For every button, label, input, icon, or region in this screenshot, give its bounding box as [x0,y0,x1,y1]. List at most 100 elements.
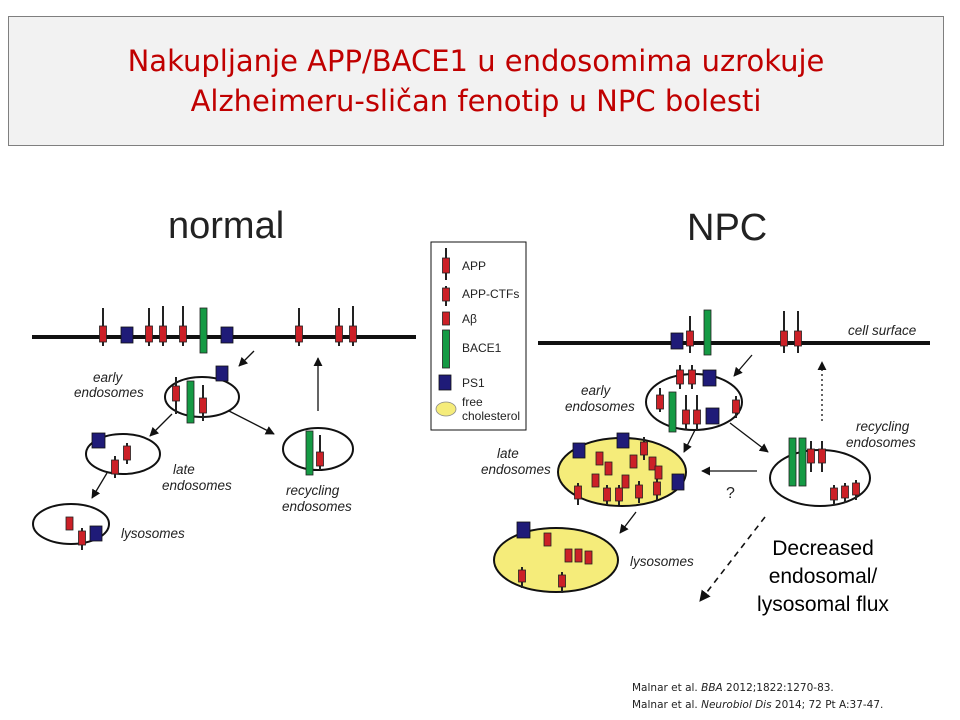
normal-late-endosome [85,433,161,475]
normal-late-label-1: late [173,462,195,477]
reference-journal: Neurobiol Dis [701,699,772,711]
app-marker [159,325,167,343]
arrow-early-to-recycling [228,410,275,435]
arrow-surface-to-early [733,354,753,377]
bace1-marker [668,391,677,433]
ps1-marker [616,432,630,449]
ps1-marker [671,473,685,491]
app-ctf-marker [640,441,648,456]
ps1-marker [705,407,720,425]
app-marker [349,325,357,343]
npc-recycling-label-2: endosomes [846,435,916,450]
abeta-marker [584,550,593,565]
bace1-marker [703,309,712,356]
ps1-marker [572,442,586,459]
legend-item-abeta: Aβ [442,311,477,326]
abeta-marker [564,548,573,563]
arrow-late-to-lysosome [91,472,108,499]
abeta-marker [591,473,600,488]
app-marker [682,409,690,425]
arrow-early-to-recycling [729,422,769,453]
app-marker [732,399,740,414]
legend-item-ps1: PS1 [438,374,485,391]
abeta-marker [654,465,663,480]
npc-heading: NPC [687,207,767,249]
normal-recycling-endosome-markers [305,430,324,476]
legend-label-cholesterol-1: free [462,395,483,409]
npc-question-mark: ? [726,485,735,502]
arrow-early-to-late [149,413,173,437]
slide-title-line-1: Nakupljanje APP/BACE1 u endosomima uzrok… [127,44,825,78]
slide-title-line-2: Alzheimeru-sličan fenotip u NPC bolesti [190,84,762,118]
app-ctf-marker [78,530,86,546]
abeta-marker [574,548,583,563]
app-marker [179,325,187,343]
app-marker [676,369,684,385]
app-ctf-marker [123,445,131,461]
npc-recycling-label-1: recycling [856,419,910,434]
legend-item-bace1: BACE1 [442,329,502,369]
reference-2: Malnar et al. Neurobiol Dis 2014; 72 Pt … [632,699,884,711]
flux-note-line-2: endosomal/ [769,565,878,588]
legend-label-app: APP [462,259,486,273]
ps1-marker [438,374,452,391]
npc-arrows [619,354,827,602]
app-marker [794,330,802,347]
abeta-marker [442,311,450,326]
arrow-surface-to-early [238,350,255,367]
app-marker [199,397,207,414]
ps1-marker [516,521,531,539]
app-ctf-marker [653,481,661,496]
normal-early-label-2: endosomes [74,385,144,400]
npc-lysosome-markers [516,521,593,593]
ps1-marker [220,326,234,344]
app-marker [693,409,701,425]
normal-late-endosome-markers [91,432,131,478]
abeta-marker [543,532,552,547]
abeta-marker [595,451,604,466]
npc-recycling-endosome-markers [788,437,860,505]
legend-label-abeta: Aβ [462,312,477,326]
flux-note-line-1: Decreased [772,537,874,560]
bace1-marker [798,437,807,487]
app-marker [99,325,107,343]
legend: APP APP-CTFs Aβ BACE1 PS1 free cholester… [430,241,527,431]
app-marker [442,257,450,274]
app-marker [295,325,303,343]
npc-early-label-2: endosomes [565,399,635,414]
app-ctf-marker [518,569,526,583]
legend-label-cholesterol-2: cholesterol [462,409,520,423]
normal-recycling-endosome [282,427,354,471]
app-marker [145,325,153,343]
ps1-marker [89,525,103,542]
app-ctf-marker [830,487,838,501]
npc-late-endosome-markers [572,432,685,505]
abeta-marker [604,461,613,476]
references: Malnar et al. BBA 2012;1822:1270-83. Mal… [632,680,958,714]
legend-item-app: APP [442,248,486,280]
npc-late-label-2: endosomes [481,462,551,477]
abeta-marker [629,454,638,469]
normal-late-label-2: endosomes [162,478,232,493]
app-ctf-marker [558,574,566,588]
app-ctf-marker [635,484,643,499]
normal-lysosome-markers [65,516,103,550]
app-ctf-marker [841,485,849,499]
legend-item-free-cholesterol: free cholesterol [435,395,520,423]
bace1-marker [305,430,314,476]
flux-note-line-3: lysosomal flux [757,593,889,616]
slide-title: Nakupljanje APP/BACE1 u endosomima uzrok… [128,41,825,121]
app-ctf-marker [615,487,623,502]
app-marker [656,394,664,410]
abeta-marker [621,474,630,489]
npc-lysosome [493,527,619,593]
bace1-marker [788,437,797,487]
app-ctf-marker [442,287,450,302]
ps1-marker [120,326,134,344]
app-ctf-marker [574,485,582,500]
legend-label-bace1: BACE1 [462,341,502,355]
app-marker [316,451,324,467]
app-ctf-marker [111,459,119,475]
bace1-marker [199,307,208,354]
